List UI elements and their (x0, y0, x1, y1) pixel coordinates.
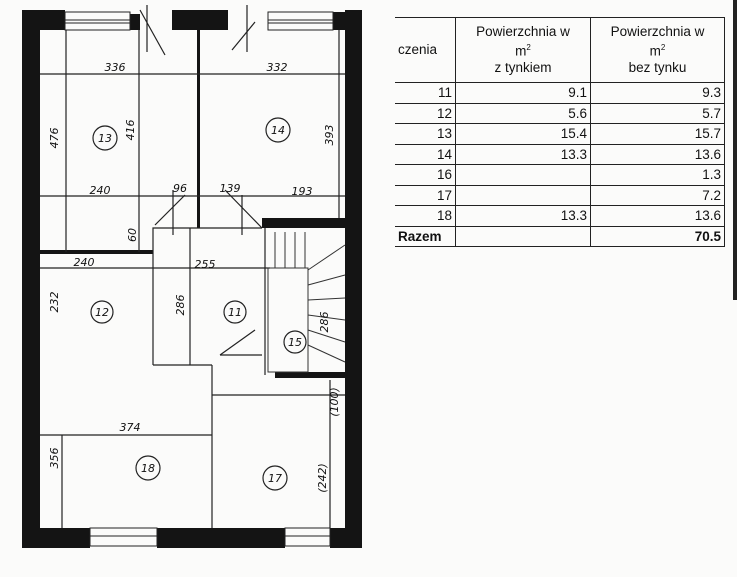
dim-242: (242) (316, 463, 329, 493)
room-13-label: 13 (98, 132, 112, 145)
room-12-label: 12 (95, 306, 109, 319)
dim-100: (100) (328, 387, 341, 417)
dim-286-right: 286 (318, 312, 331, 333)
walls (22, 10, 362, 548)
interior-lines (40, 5, 345, 528)
floor-plan: 13 14 12 11 15 18 17 336 332 476 416 393… (22, 5, 362, 548)
dim-332: 332 (267, 61, 288, 74)
dim-356: 356 (48, 448, 61, 469)
dim-286-left: 286 (174, 295, 187, 316)
room-14-label: 14 (271, 124, 285, 137)
dim-60: 60 (126, 228, 139, 242)
dim-393: 393 (323, 125, 336, 146)
dim-255: 255 (195, 258, 216, 271)
dim-476: 476 (48, 128, 61, 149)
dim-240-top: 240 (90, 184, 111, 197)
dim-336: 336 (105, 61, 126, 74)
room-18-label: 18 (141, 462, 155, 475)
dim-416: 416 (124, 120, 137, 141)
header-room: czenia (395, 17, 456, 83)
room-15-label: 15 (288, 336, 302, 349)
dim-240-mid: 240 (74, 256, 95, 269)
windows (64, 11, 334, 547)
dim-96: 96 (173, 182, 187, 195)
dim-139: 139 (220, 182, 241, 195)
dim-193: 193 (292, 185, 313, 198)
room-circles (90, 117, 307, 491)
stairs (267, 232, 346, 373)
dim-232: 232 (48, 292, 61, 313)
page-edge (733, 0, 737, 300)
dim-374: 374 (120, 421, 141, 434)
room-11-label: 11 (228, 306, 242, 319)
room-17-label: 17 (268, 472, 282, 485)
